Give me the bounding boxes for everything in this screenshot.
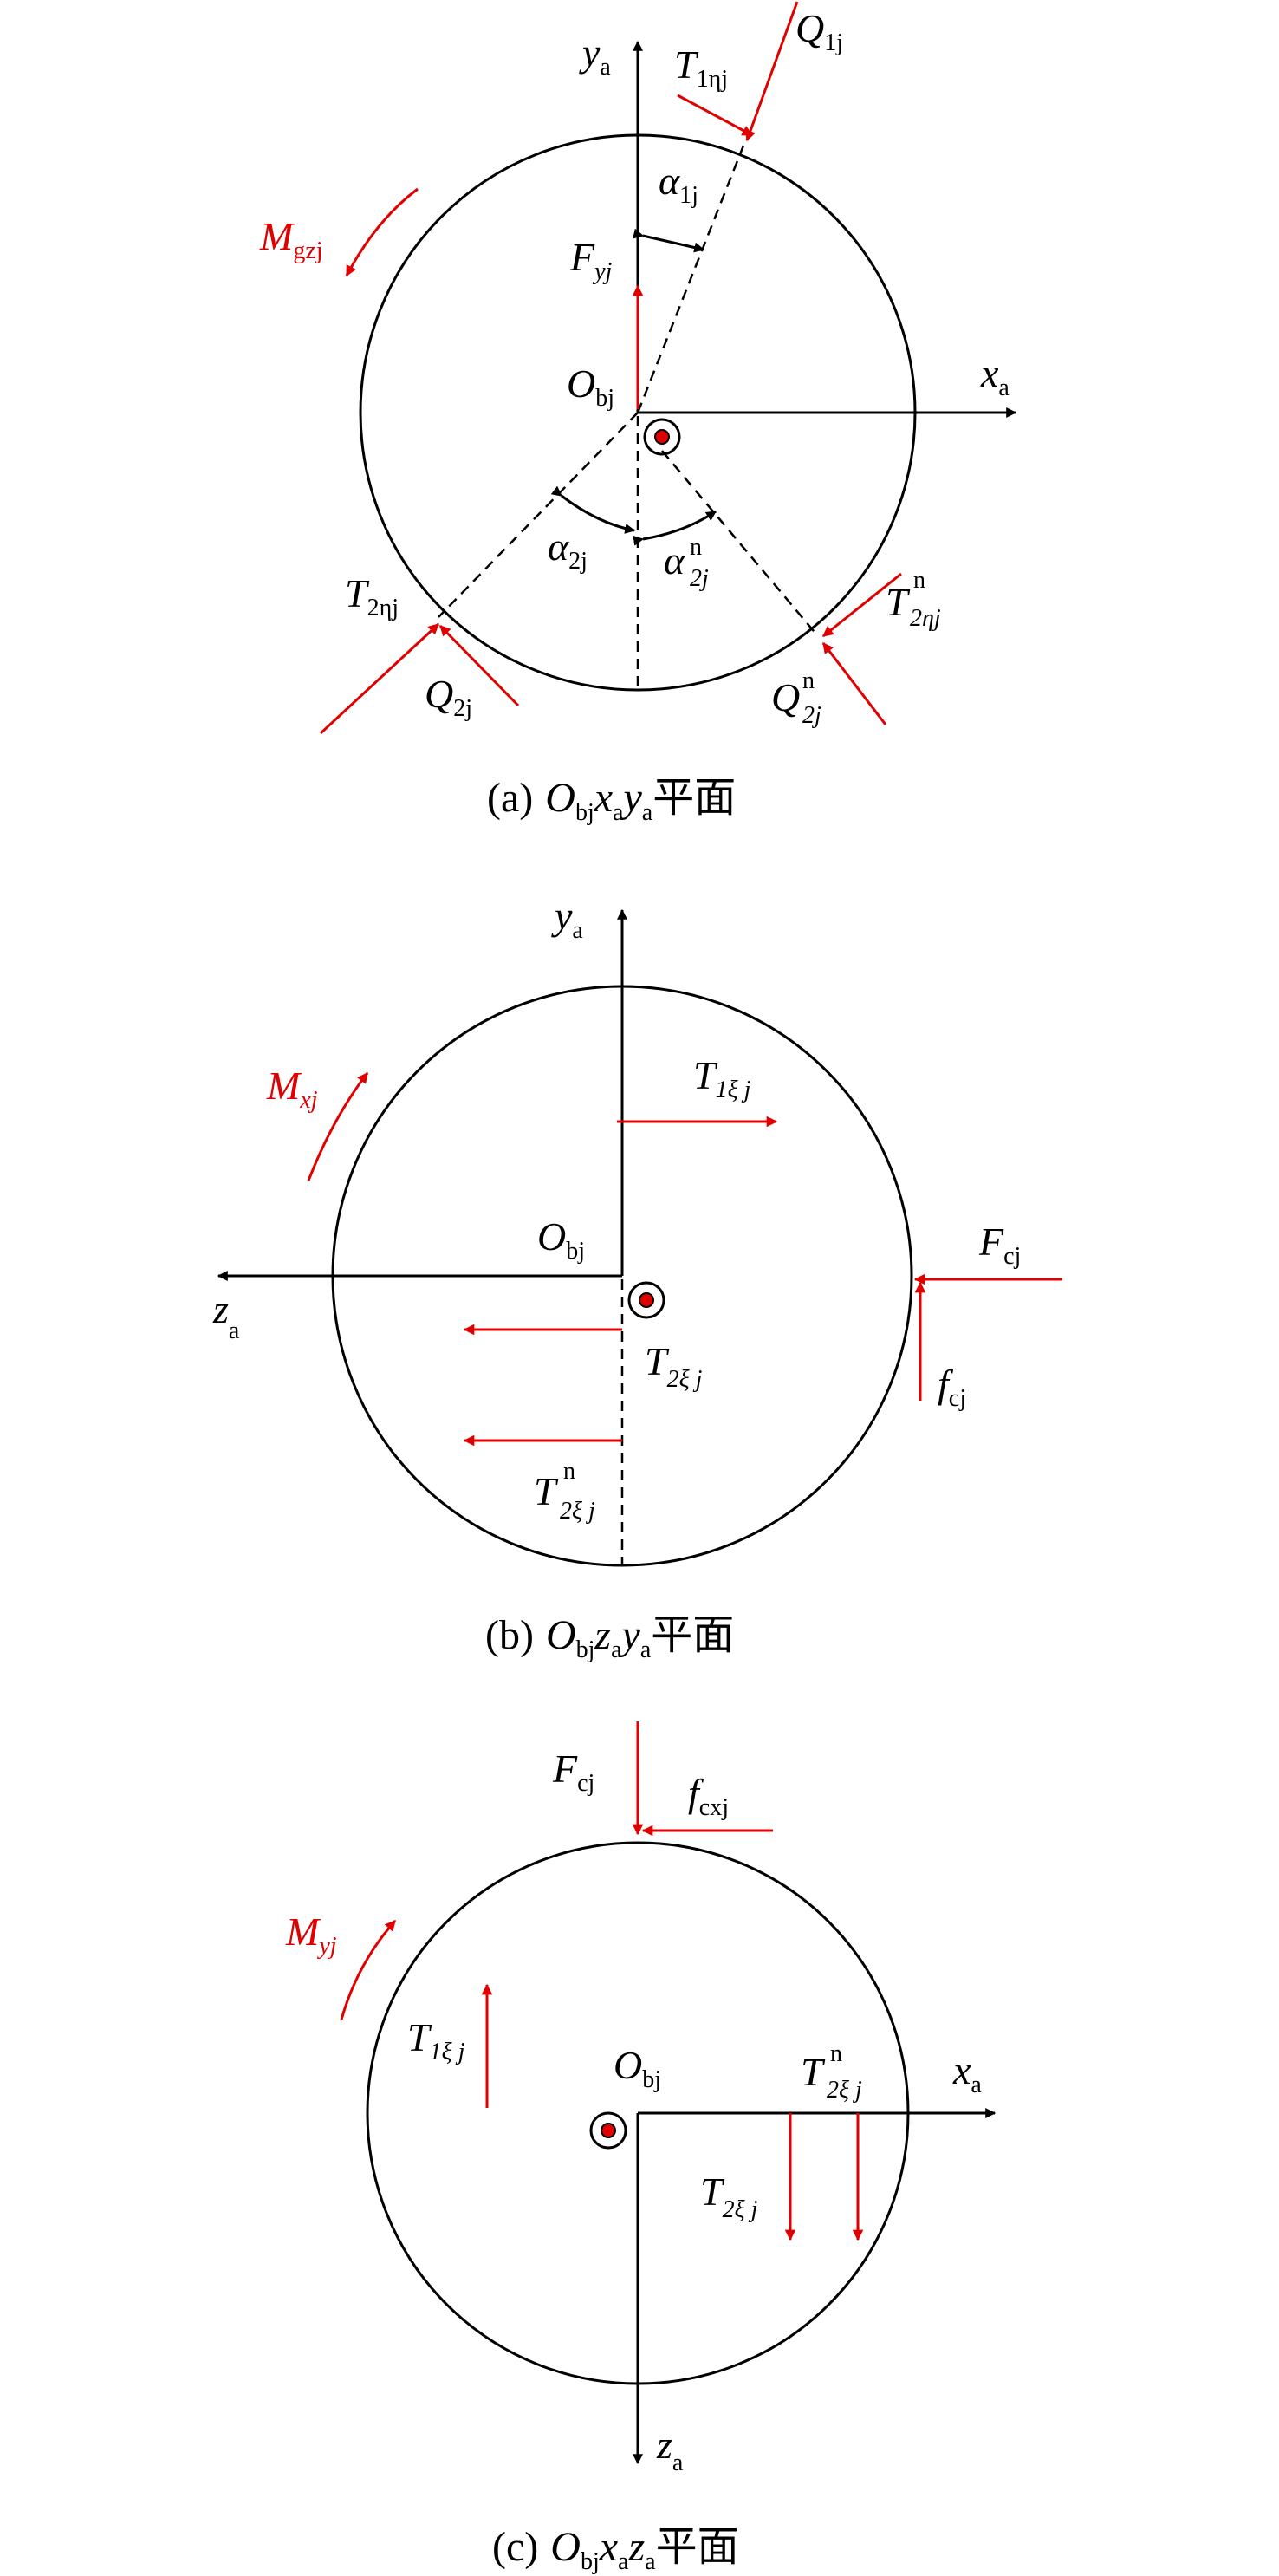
- Q2j-arrow: [319, 622, 440, 735]
- Fcj-label: Fcj: [978, 1220, 1021, 1270]
- panel-c: Fcj fcxj Myj T1ξ j Obj T n 2ξ j xa T2ξ j…: [285, 1721, 997, 2575]
- alpha2jn-label: α n 2j: [664, 534, 709, 592]
- svg-text:n: n: [563, 1458, 575, 1485]
- svg-text:n: n: [830, 2040, 842, 2067]
- xa-label: xa: [980, 351, 1010, 401]
- T2njn-label: T n 2ηj: [886, 567, 941, 632]
- panel-a: ya xa Obj Q1j T1ηj α1j Fyj Mgzj α2j α n …: [259, 1, 1017, 826]
- za-label: za: [212, 1287, 240, 1344]
- Mxj-label: Mxj: [266, 1064, 318, 1114]
- svg-text:T: T: [801, 2050, 826, 2094]
- caption-b: (b)Objzaya平面: [485, 1612, 734, 1663]
- panel-b: ya za Obj Mxj T1ξ j Fcj fcj T2ξ j T n 2ξ…: [212, 894, 1062, 1663]
- svg-text:2j: 2j: [802, 702, 821, 729]
- T2nj-arrow: [438, 624, 520, 707]
- Q2j-label: Q2j: [425, 672, 472, 722]
- svg-text:α: α: [664, 538, 685, 582]
- dashed-line-2jn: [661, 450, 819, 637]
- svg-text:2ηj: 2ηj: [910, 605, 941, 632]
- dashed-line-1j: [636, 145, 745, 413]
- alpha1j-label: α1j: [659, 159, 698, 209]
- Q2jn-arrow: [821, 641, 887, 725]
- Obj-label: Obj: [614, 2043, 661, 2093]
- Mgzj-label: Mgzj: [259, 214, 323, 264]
- T2njn-arrow: [822, 572, 902, 638]
- alpha-1j-arc: [633, 228, 705, 253]
- T1xj-label: T1ξ j: [693, 1053, 751, 1103]
- svg-text:2j: 2j: [690, 565, 709, 592]
- alpha-2j-arc: [550, 485, 636, 534]
- Mxj-moment-arrow: [307, 1072, 369, 1181]
- T1xj-label: T1ξ j: [407, 2015, 465, 2065]
- into-plane-symbol: [589, 2111, 627, 2150]
- fcj-label: fcj: [938, 1362, 966, 1412]
- alpha2j-label: α2j: [548, 524, 588, 575]
- svg-text:2ξ j: 2ξ j: [827, 2077, 862, 2104]
- Q1j-arrow: [744, 1, 799, 142]
- caption-a: (a)Objxaya平面: [487, 775, 736, 826]
- za-label: za: [656, 2423, 684, 2476]
- Myj-moment-arrow: [340, 1920, 397, 2020]
- T2xj-label: T2ξ j: [645, 1339, 703, 1393]
- Fcj-label: Fcj: [552, 1747, 594, 1797]
- xa-label: xa: [952, 2048, 982, 2098]
- Q2jn-label: Q n 2j: [771, 667, 821, 729]
- Fyj-label: Fyj: [569, 235, 613, 285]
- T1nj-label: T1ηj: [674, 42, 728, 93]
- svg-text:n: n: [802, 667, 815, 694]
- svg-text:T: T: [886, 580, 911, 624]
- T2xjn-label: T n 2ξ j: [801, 2040, 862, 2104]
- T2xjn-label: T n 2ξ j: [534, 1458, 595, 1525]
- svg-text:T: T: [534, 1469, 559, 1513]
- T2xj-label: T2ξ j: [700, 2169, 758, 2223]
- Obj-label: Obj: [537, 1214, 585, 1265]
- ya-label: ya: [579, 30, 611, 81]
- svg-text:2ξ j: 2ξ j: [560, 1498, 595, 1525]
- out-of-plane-symbol: [627, 1281, 665, 1319]
- svg-text:n: n: [690, 534, 702, 561]
- Myj-label: Myj: [285, 1909, 337, 1960]
- Q1j-label: Q1j: [795, 6, 843, 56]
- Obj-label: Obj: [567, 361, 614, 412]
- caption-c: (c)Objxaza平面: [492, 2524, 739, 2575]
- dashed-line-2j: [438, 412, 639, 618]
- out-of-plane-symbol: [643, 418, 681, 456]
- T1nj-arrow: [677, 94, 754, 137]
- alpha-2jn-arc: [633, 510, 717, 546]
- T2nj-label: T2ηj: [345, 571, 399, 621]
- ya-label: ya: [551, 894, 583, 944]
- svg-text:Q: Q: [771, 675, 800, 719]
- fcxj-label: fcxj: [688, 1771, 729, 1821]
- svg-text:n: n: [913, 567, 925, 594]
- Mgzj-moment-arrow: [345, 187, 419, 277]
